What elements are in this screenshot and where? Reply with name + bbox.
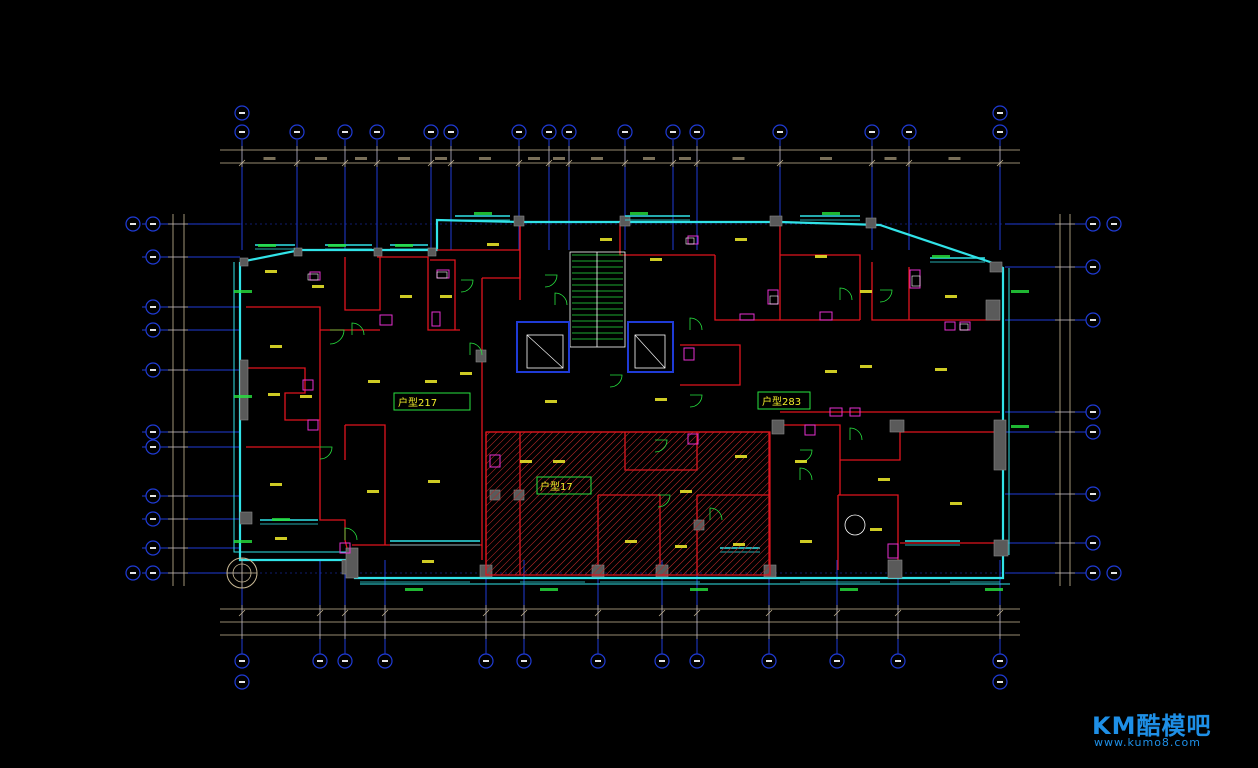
door-swings (319, 274, 893, 541)
unit-label-283: 户型283 (757, 391, 811, 410)
unit-label-17: 户型17 (536, 476, 592, 495)
fixtures (302, 235, 971, 559)
dimension-lines (168, 146, 1075, 639)
room-labels (234, 212, 1029, 591)
watermark-logo: KM酷模吧 (1092, 712, 1212, 740)
unit-label-283-text: 户型283 (762, 395, 801, 408)
watermark-url: www.kumo8.com (1094, 736, 1201, 749)
unit-label-217-text: 户型217 (398, 396, 437, 409)
hatched-area (485, 431, 771, 576)
grid-bubbles (125, 105, 1122, 690)
north-arrow-icon (226, 557, 258, 589)
stairwell (516, 251, 674, 373)
unit-label-217: 户型217 (393, 392, 471, 411)
watermark: KM酷模吧 www.kumo8.com (1092, 706, 1242, 756)
unit-label-17-text: 户型17 (540, 480, 573, 493)
